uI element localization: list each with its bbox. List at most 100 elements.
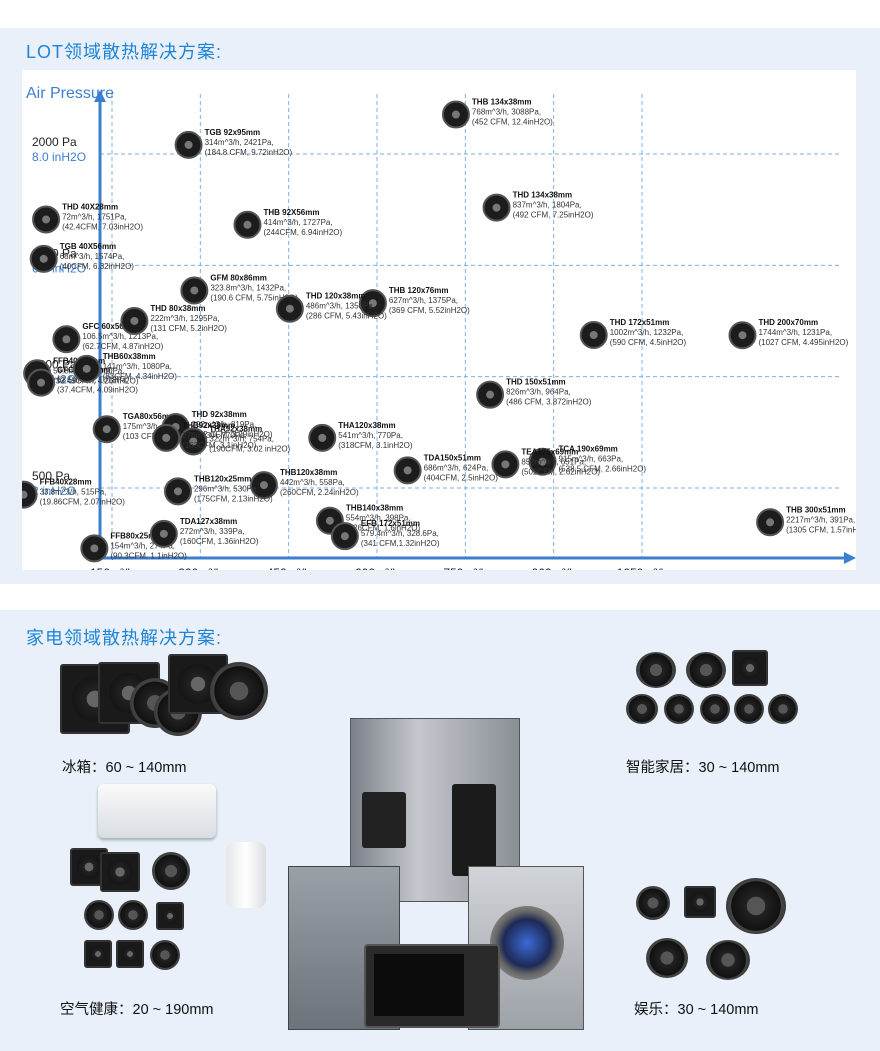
point-spec2-26: (404CFM, 2.5inH2O) [424,473,499,482]
x-tick-m3h-3: 600m³/h [355,566,399,570]
point-spec2-9: (590 CFM, 4.5inH2O) [610,338,687,347]
point-spec2-7: (190.6 CFM, 5.75inH2O) [210,293,298,302]
point-spec-15: 175m^3/h, 809Pa, [123,422,188,431]
point-spec-18: 292m^3/h, 819Pa, [192,420,257,429]
point-name-1: THB 134x38mm [472,98,532,107]
point-name-20: THA92x38mm [209,424,262,433]
y-axis-arrow [94,90,106,102]
fan-hub-25 [22,490,28,499]
point-name-22: THB92x38mm [182,421,235,430]
x-tick-m3h-5: 900m³/h [532,566,576,570]
point-name-17: THB60x38mm [103,352,156,361]
point-spec-30: 272m^3/h, 339Pa, [180,527,245,536]
point-name-4: THB 92X56mm [263,208,319,217]
entertainment-fans-image [634,878,794,988]
fan-hub-26 [403,466,412,475]
app-entertainment-label: 娱乐：30 ~ 140mm [634,1002,759,1018]
point-name-28: THB140x38mm [346,504,403,513]
point-spec-4: 414m^3/h, 1727Pa, [263,218,332,227]
point-name-16: THD 150x51mm [506,378,566,387]
fan-hub-28 [325,516,334,525]
point-name-9: THD 172x51mm [610,318,670,327]
point-spec2-11: (286 CFM, 5.43inH2O) [306,312,387,321]
fan-hub-11 [285,304,294,313]
fan-hub-21 [318,433,327,442]
point-name-23: TEA175x69mm [521,447,578,456]
point-name-3: THD 134x38mm [513,191,573,200]
lot-section: LOT领域散热解决方案: Air PressureAirflow500 Pa2 … [0,28,880,584]
point-spec2-29: (90.3CFM, 1.1inH2O) [110,551,187,560]
point-spec-1: 768m^3/h, 3088Pa, [472,108,541,117]
y-tick-inh2o-3: 8.0 inH2O [32,150,86,164]
point-spec2-30: (160CFM, 1.36inH2O) [180,537,259,546]
fan-hub-23 [501,460,510,469]
point-spec-6: 106.5m^3/h, 1213Pa, [82,332,158,341]
point-spec-29: 154m^3/h, 274Pa, [110,541,175,550]
x-tick-m3h-1: 300m³/h [178,566,222,570]
fan-hub-19 [538,457,547,466]
smart-home-fans-image [624,650,800,730]
point-spec-19: 915m^3/h, 663Pa, [559,455,624,464]
fan-hub-2 [42,215,51,224]
fan-hub-10 [130,316,139,325]
fan-hub-14 [738,331,747,340]
fan-hub-24 [259,481,268,490]
appliance-section-title: 家电领域散热解决方案: [26,628,222,648]
point-spec-14: 1744m^3/h, 1231Pa, [758,328,832,337]
point-name-2: THD 40X28mm [62,202,118,211]
point-spec-3: 837m^3/h, 1804Pa, [513,201,582,210]
point-name-7: GFM 80x86mm [210,273,266,282]
fan-hub-7 [190,286,199,295]
point-name-24: THB120x38mm [280,468,337,477]
x-tick-m3h-4: 750m³/h [443,566,487,570]
fan-hub-30 [159,529,168,538]
point-spec2-23: (502CFM, 2.62inH2O) [521,467,600,476]
fan-hub-27 [173,487,182,496]
app-air-health-label: 空气健康：20 ~ 190mm [60,1002,214,1018]
fan-hub-29 [90,544,99,553]
point-name-21: THA120x38mm [338,421,395,430]
fan-hub-3 [492,203,501,212]
point-spec2-1: (452 CFM, 12.4inH2O) [472,118,553,127]
point-spec2-12: (33.45CFM, 4.26inH2O) [53,376,139,385]
point-spec2-21: (318CFM, 3.1inH2O) [338,441,413,450]
point-name-15: TGA80x56mm [123,412,176,421]
appliance-section: 家电领域散热解决方案: 冰箱：60 ~ 140mm 智能家居：30 ~ 140m… [0,610,880,1051]
point-spec-32: 2217m^3/h, 391Pa, [786,515,855,524]
point-spec2-16: (486 CFM, 3.872inH2O) [506,398,592,407]
point-name-14: THD 200x70mm [758,318,818,327]
point-spec-17: 141m^3/h, 1080Pa, [103,362,172,371]
point-name-5: TGB 40X56mm [60,242,116,251]
fan-hub-15 [102,425,111,434]
fan-hub-5 [39,254,48,263]
fan-hub-6 [62,335,71,344]
air-health-fans-image [70,848,194,978]
y-tick-pa-0: 500 Pa [32,469,70,483]
point-spec2-3: (492 CFM, 7.25inH2O) [513,211,594,220]
fan-marker-25 [22,480,38,509]
point-spec2-6: (62.7CFM, 4.87inH2O) [82,342,163,351]
point-spec-11: 486m^3/h, 1350Pa, [306,302,375,311]
point-spec2-0: (184.8 CFM, 9.72inH2O) [205,148,293,157]
point-spec-23: 852m^3/h, 651Pa, [521,457,586,466]
x-tick-m3h-6: 1050m³/h [617,566,668,570]
point-spec2-8: (369 CFM, 5.52inH2O) [389,306,470,315]
point-spec2-22: (163CFM, 3.1inH2O) [182,441,257,450]
app-fridge-label: 冰箱：60 ~ 140mm [62,760,187,776]
point-spec-2: 72m^3/h, 1751Pa, [62,212,127,221]
point-name-11: THD 120x38mm [306,292,366,301]
point-name-10: THD 80x38mm [150,304,205,313]
point-spec-0: 314m^3/h, 2421Pa, [205,138,274,147]
point-name-0: TGB 92x95mm [205,128,261,137]
point-spec-28: 554m^3/h, 398Pa, [346,514,411,523]
point-spec-24: 442m^3/h, 558Pa, [280,478,345,487]
point-spec-7: 323.8m^3/h, 1432Pa, [210,283,286,292]
air-purifier-image [226,842,266,908]
point-name-19: TCA 190x69mm [559,445,618,454]
point-spec2-13: (37.4CFM, 4.09inH2O) [57,386,138,395]
point-spec2-5: (40CFM, 6.32inH2O) [60,262,135,271]
point-spec-10: 222m^3/h, 1295Pa, [150,314,219,323]
point-name-26: TDA150x51mm [424,453,481,462]
